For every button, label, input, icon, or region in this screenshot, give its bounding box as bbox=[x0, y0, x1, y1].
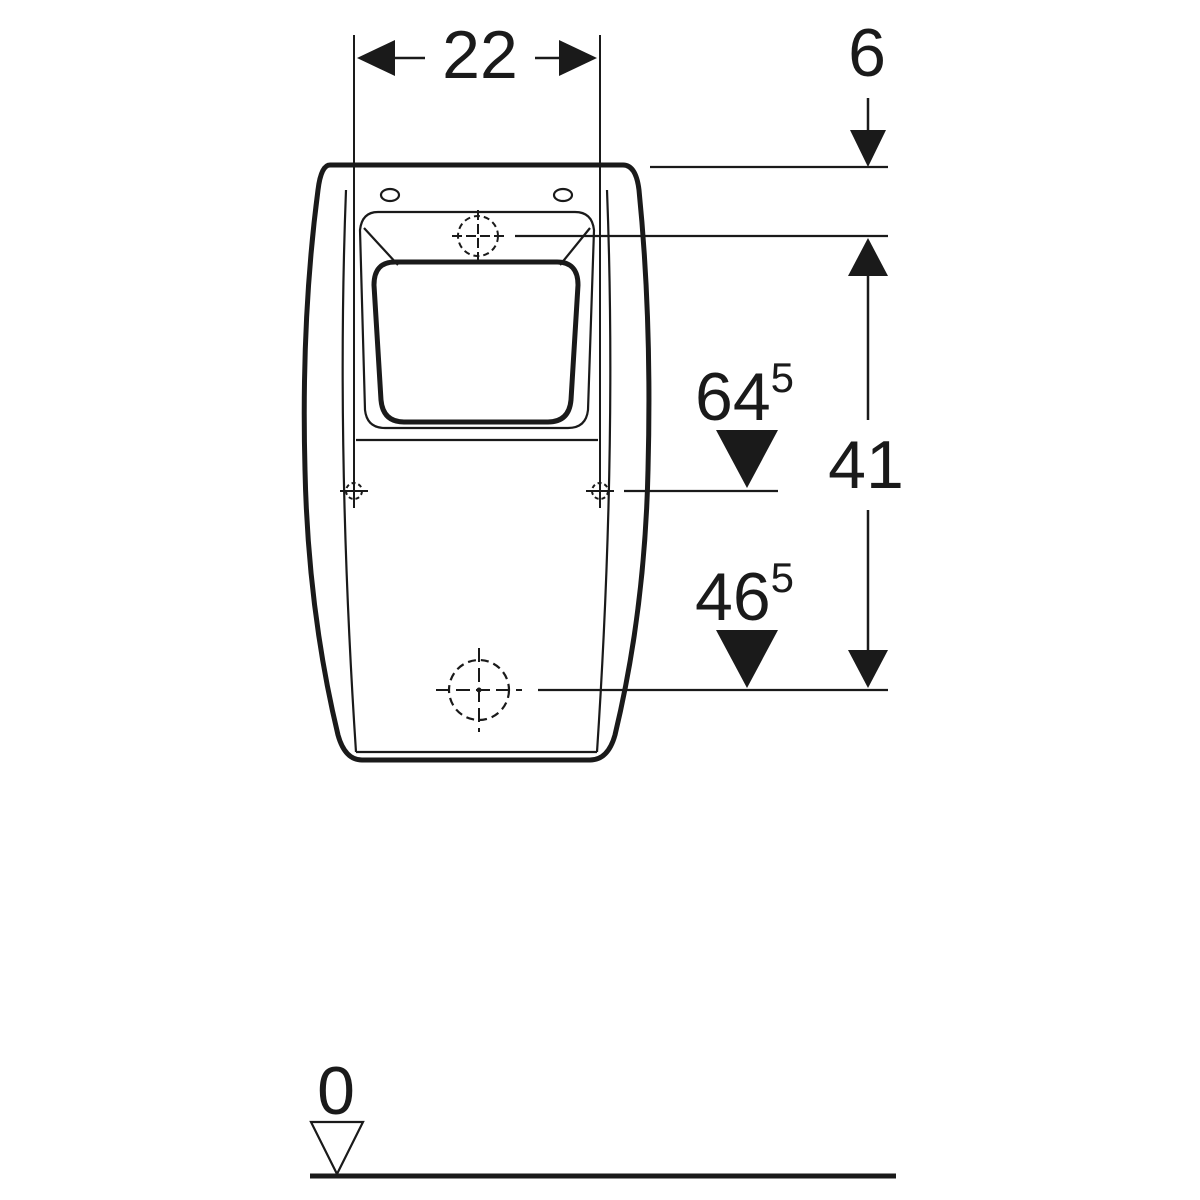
arrow-right-icon bbox=[559, 40, 597, 76]
bowl-diagonal-right bbox=[559, 227, 591, 266]
outlet-height-marker: 465 bbox=[695, 554, 794, 688]
top-bolt-left-icon bbox=[379, 187, 401, 203]
outlet-height-fraction: 5 bbox=[771, 554, 794, 601]
top-bolt-right-icon bbox=[552, 187, 574, 203]
width-dimension: 22 bbox=[353, 17, 601, 505]
urinal-inner-edge-left bbox=[341, 189, 358, 753]
top-offset-value: 6 bbox=[848, 15, 886, 91]
urinal-outer-outline bbox=[301, 162, 652, 763]
arrow-down-icon bbox=[850, 130, 886, 167]
urinal-body bbox=[301, 162, 652, 763]
fixing-height-marker: 645 bbox=[624, 354, 794, 493]
level-triangle-icon bbox=[716, 630, 778, 688]
fixing-height-fraction: 5 bbox=[771, 354, 794, 401]
arrow-left-icon bbox=[357, 40, 395, 76]
arrow-up-icon bbox=[848, 238, 888, 276]
floor-level-value: 0 bbox=[317, 1053, 355, 1129]
fixing-height-value: 64 bbox=[695, 359, 771, 435]
level-triangle-icon bbox=[716, 430, 778, 488]
floor-level-marker: 0 bbox=[309, 1053, 896, 1179]
bowl-recess-outer bbox=[358, 210, 596, 430]
bowl-diagonal-left bbox=[363, 227, 399, 266]
arrow-down-icon bbox=[848, 650, 888, 688]
outlet-height-value: 46 bbox=[695, 559, 771, 635]
svg-text:645: 645 bbox=[695, 354, 794, 435]
svg-text:465: 465 bbox=[695, 554, 794, 635]
waste-outlet-icon bbox=[436, 648, 522, 732]
vertical-span-dimension: 41 bbox=[515, 234, 904, 692]
urinal-inner-edge-right bbox=[595, 189, 612, 753]
vertical-span-value: 41 bbox=[828, 427, 904, 503]
bowl-opening bbox=[371, 259, 581, 425]
water-inlet-icon bbox=[452, 210, 504, 262]
top-offset-dimension: 6 bbox=[650, 15, 888, 169]
width-value: 22 bbox=[442, 17, 518, 93]
floor-level-triangle-icon bbox=[309, 1120, 365, 1177]
